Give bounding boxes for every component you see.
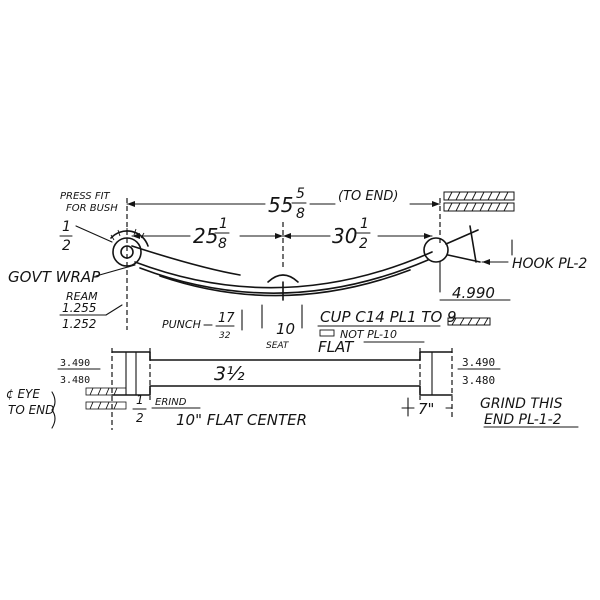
spring-side-view [110,225,481,301]
seat-width: 10 [276,320,295,338]
to-end-note: (TO END) [338,189,398,204]
right-length-whole: 30 [332,224,357,248]
title-stamp [443,191,515,212]
right-length-denominator: 2 [359,236,368,252]
grind-note: GRIND THIS [480,396,563,412]
segment-dimensions: 25 1 8 30 1 2 [131,216,433,270]
leaf-width: 3½ [214,363,245,385]
hook-note: HOOK PL-2 [512,256,587,272]
seat-label: SEAT [266,341,290,351]
eye-to-end-sublabel: TO END [8,403,54,417]
width-left-upper: 3.490 [60,358,90,369]
punch-denominator: 32 [219,331,231,341]
flat-center-note: 10" FLAT CENTER [176,411,307,429]
for-bush-note: FOR BUSH [66,203,118,214]
punch-numerator: 17 [218,311,235,326]
eye-offset-numerator: 1 [62,219,71,235]
grind-note-end: END PL-1-2 [484,412,562,428]
grind-length: 7" [418,400,434,418]
cup-note: CUP C14 PL1 TO 9 [320,308,457,326]
overall-whole: 55 [268,193,293,217]
punch-label: PUNCH [162,318,201,331]
press-fit-note: PRESS FIT [60,191,111,202]
overall-denominator: 8 [296,206,305,222]
bottom-offset-denominator: 2 [136,411,144,425]
flat-note: FLAT [318,338,355,356]
eye-to-end-label: ¢ EYE [6,387,40,401]
left-length-denominator: 8 [218,236,227,252]
ream-label: REAM [66,290,98,303]
left-length-whole: 25 [193,224,218,248]
ream-lower: 1.252 [62,317,96,331]
left-length-numerator: 1 [219,216,228,232]
not-pl10-note: NOT PL-10 [340,328,397,341]
ream-upper: 1.255 [62,301,96,315]
width-right-lower: 3.480 [462,374,495,387]
govt-wrap-note: GOVT WRAP [8,268,101,286]
right-length-numerator: 1 [360,216,369,232]
overall-numerator: 5 [296,186,305,202]
width-left-lower: 3.480 [60,375,90,386]
overall-dimension: 55 5 8 (TO END) [126,186,441,330]
eye-offset-denominator: 2 [62,238,71,254]
bottom-offset-numerator: 1 [136,393,144,407]
erind-note: ERIND [155,397,187,408]
width-right-upper: 3.490 [462,356,495,369]
hook-height: 4.990 [452,284,495,302]
